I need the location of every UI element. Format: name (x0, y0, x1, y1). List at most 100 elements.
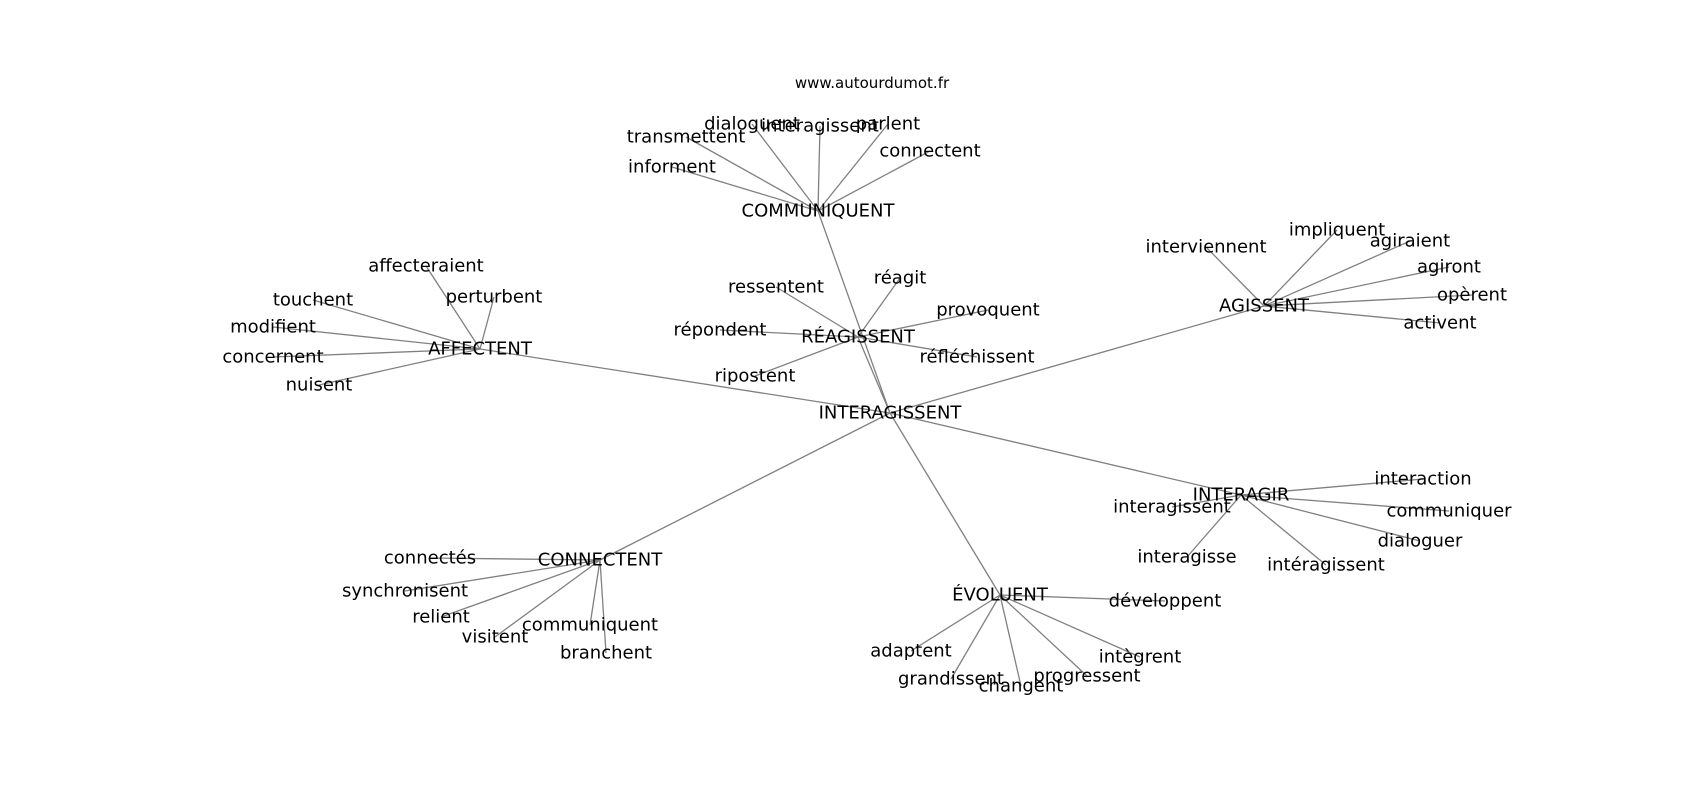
graph-edge-n15-n16 (425, 265, 481, 350)
graph-edge-n43-n47 (950, 594, 1001, 680)
graph-edge-n1-n6 (817, 150, 931, 212)
graph-node-label: intéragissent (1267, 555, 1385, 576)
graph-edge-n36-n40 (494, 559, 601, 638)
graph-edge-n15-n18 (479, 296, 495, 350)
graph-edge-n15-n19 (272, 326, 481, 350)
graph-node-label: activent (1403, 313, 1476, 334)
graph-node-label: interaction (1374, 469, 1471, 490)
graph-node-label: connectés (384, 548, 476, 569)
graph-edge-n43-n44 (999, 594, 1166, 602)
graph-node-label: interagissent (1113, 497, 1231, 518)
graph-node-label: changent (979, 676, 1064, 697)
graph-edge-n36-n38 (404, 559, 601, 592)
graph-edge-n8-n10 (857, 277, 901, 338)
graph-node-label: répondent (674, 320, 767, 341)
graph-node-label: interagisse (1137, 547, 1236, 568)
graph-edge-n43-n49 (999, 594, 1022, 687)
graph-edge-n43-n46 (999, 594, 1141, 658)
graph-node-label: réagit (874, 268, 927, 289)
graph-node-label: parlent (856, 114, 920, 135)
graph-edge-n1-n3 (817, 125, 821, 212)
graph-node-label: branchent (560, 643, 652, 664)
graph-node-label: agiront (1417, 257, 1481, 278)
graph-node-label: INTERAGISSENT (819, 403, 963, 424)
graph-node-label: ÉVOLUENT (952, 584, 1049, 606)
graph-edge-n22-n23 (1205, 246, 1265, 307)
graph-edge-n0-n36 (599, 412, 891, 561)
graph-edge-n29-n33 (1240, 494, 1421, 542)
graph-node-label: COMMUNIQUENT (742, 201, 896, 222)
graph-node-label: relient (412, 607, 470, 628)
graph-edge-n29-n31 (1171, 494, 1242, 508)
graph-edge-n0-n15 (479, 348, 891, 414)
graph-edge-n1-n7 (671, 166, 819, 212)
graph-node-label: ressentent (728, 277, 824, 298)
graph-edge-n1-n2 (751, 123, 819, 212)
graph-node-label: dialoguer (1378, 531, 1463, 552)
graph-edge-n29-n30 (1240, 478, 1424, 496)
graph-node-label: dialoguent (704, 114, 800, 135)
graph-node-label: perturbent (446, 287, 543, 308)
graph-node-label: interviennent (1145, 237, 1266, 258)
graph-node-label: RÉAGISSENT (801, 326, 916, 348)
graph-node-label: touchent (273, 290, 353, 311)
graph-edge-n0-n1 (817, 210, 891, 414)
graph-node-label: agiraient (1370, 231, 1450, 252)
graph-edge-n1-n5 (685, 136, 819, 212)
graph-edge-n36-n41 (589, 559, 601, 626)
graph-edge-n8-n13 (857, 336, 978, 358)
graph-node-label: CONNECTENT (538, 550, 663, 571)
graph-node-label: affecteraient (368, 256, 484, 277)
graph-node-label: communiquer (1386, 501, 1512, 522)
graph-node-label: impliquent (1289, 220, 1385, 241)
graph-edge-n0-n8 (857, 336, 891, 414)
graph-node-label: communiquent (522, 615, 658, 636)
graph-node-label: adaptent (870, 641, 952, 662)
graph-node-label: transmettent (627, 127, 746, 148)
graph-edge-n15-n17 (312, 299, 481, 350)
graph-edge-n8-n11 (857, 309, 989, 338)
graph-node-label: AFFECTENT (428, 339, 533, 360)
graph-edge-n22-n28 (1263, 305, 1441, 324)
graph-node-label: informent (628, 157, 716, 178)
graph-node-label: modifient (230, 317, 316, 338)
graph-edge-n1-n4 (817, 123, 889, 212)
graph-edge-n22-n26 (1263, 266, 1450, 307)
graph-node-label: provoquent (936, 300, 1039, 321)
graph-node-label: interagissent (761, 116, 879, 137)
graph-node-label: connectent (879, 141, 980, 162)
graph-node-label: progressent (1033, 666, 1140, 687)
graph-edge-n22-n25 (1263, 240, 1411, 307)
graph-node-label: synchronisent (342, 581, 468, 602)
graph-node-label: réfléchissent (919, 347, 1034, 368)
graph-edges (272, 123, 1473, 687)
graph-edge-n8-n14 (754, 336, 859, 377)
graph-edge-n15-n21 (318, 348, 481, 386)
watermark-text: www.autourdumot.fr (795, 74, 950, 92)
graph-edge-n0-n22 (889, 305, 1265, 414)
graph-node-label: AGISSENT (1219, 296, 1310, 317)
graph-edge-n0-n43 (889, 412, 1001, 596)
graph-node-label: grandissent (898, 669, 1004, 690)
graph-node-label: opèrent (1437, 285, 1507, 306)
graph-edge-n29-n35 (1240, 494, 1327, 566)
graph-edge-n29-n32 (1240, 494, 1450, 512)
graph-node-label: intègrent (1099, 647, 1182, 668)
graph-edge-n15-n20 (272, 348, 481, 358)
graph-node-label: nuisent (286, 375, 353, 396)
graph-edge-n8-n9 (775, 286, 859, 338)
graph-node-label: visitent (462, 627, 529, 648)
graph-edge-n36-n39 (440, 559, 601, 618)
graph-edge-n22-n24 (1263, 229, 1338, 307)
graph-labels: INTERAGISSENTCOMMUNIQUENTdialoguentinter… (222, 114, 1512, 697)
graph-node-label: ripostent (715, 366, 796, 387)
graph-node-label: développent (1109, 591, 1222, 612)
graph-edge-n0-n29 (889, 412, 1242, 496)
graph-edge-n36-n37 (429, 557, 601, 561)
graph-edge-n43-n48 (999, 594, 1088, 677)
graph-edge-n36-n42 (599, 559, 607, 654)
graph-edge-n8-n12 (719, 329, 859, 338)
graph-edge-n29-n34 (1186, 494, 1242, 558)
graph-edge-n22-n27 (1263, 294, 1473, 307)
